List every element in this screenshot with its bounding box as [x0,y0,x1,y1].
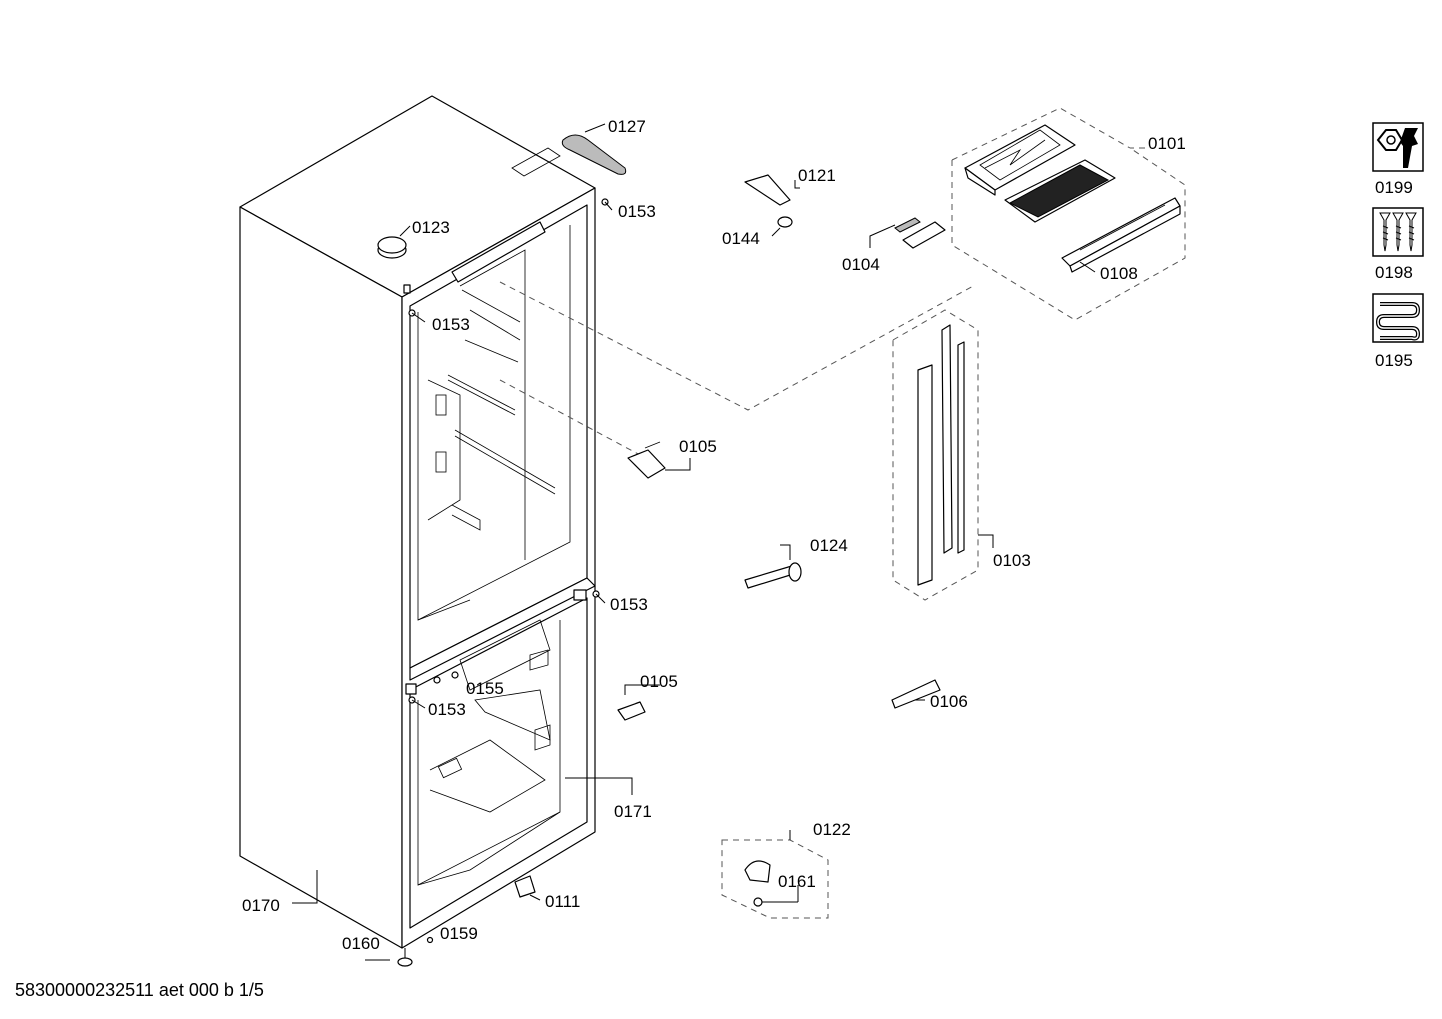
tool-icon [1372,122,1424,172]
label-0170: 0170 [242,896,280,915]
part-0104 [869,217,946,249]
label-0106: 0106 [930,692,968,711]
label-0144: 0144 [722,229,760,248]
label-0104: 0104 [842,255,880,274]
part-0103-group [892,309,994,601]
label-0153: 0153 [618,202,656,221]
label-0108: 0108 [1100,264,1138,283]
part-0123 [377,225,411,259]
label-0122: 0122 [813,820,851,839]
fridge-cabinet [239,95,596,949]
label-0159: 0159 [440,924,478,943]
label-0171: 0171 [614,802,652,821]
legend-label-0195: 0195 [1375,351,1413,370]
part-0106 [891,679,941,709]
part-0105-upper [627,441,691,479]
document-code: 58300000232511 aet 000 b 1/5 [15,980,264,1000]
label-0111: 0111 [545,892,580,911]
label-0121: 0121 [798,166,836,185]
part-0122-group [721,830,829,919]
leader-0171 [565,777,633,795]
label-0124: 0124 [810,536,848,555]
label-0161: 0161 [778,872,816,891]
legend: 0199 0198 0195 [1372,122,1424,370]
label-0160: 0160 [342,934,380,953]
label-0105: 0105 [640,672,678,691]
label-0153: 0153 [428,700,466,719]
part-0105-lower [617,684,660,721]
part-0127 [561,123,627,175]
label-0103: 0103 [993,551,1031,570]
part-0144 [771,216,793,237]
label-0153: 0153 [610,595,648,614]
part-0121 [744,174,800,206]
legend-label-0199: 0199 [1375,178,1413,197]
screws-icon [1372,207,1424,257]
label-0105: 0105 [679,437,717,456]
grease-icon [1372,293,1424,343]
legend-label-0198: 0198 [1375,263,1413,282]
leader-0170 [292,870,318,904]
label-0123: 0123 [412,218,450,237]
part-0101-group [951,107,1186,321]
label-0127: 0127 [608,117,646,136]
label-0153: 0153 [432,315,470,334]
label-0101: 0101 [1148,134,1186,153]
leader-0111 [529,894,541,901]
part-0160 [365,948,413,967]
label-0155: 0155 [466,679,504,698]
part-0153-screws [408,198,613,944]
part-0124 [744,544,802,589]
